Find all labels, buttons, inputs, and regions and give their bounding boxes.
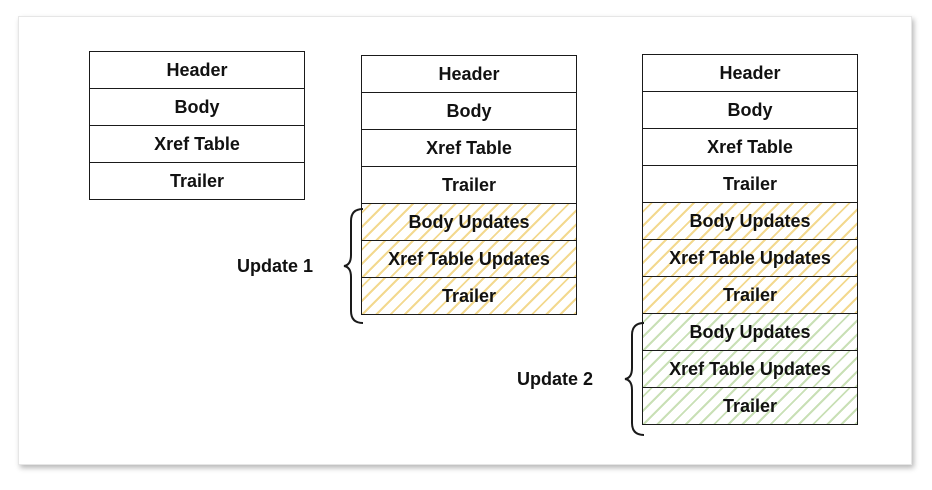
cell-trailer: Trailer (89, 162, 305, 200)
cell-xref-table: Xref Table (642, 128, 858, 166)
stack-after-update-1: Header Body Xref Table Trailer Body Upda… (361, 55, 577, 315)
diagram-panel: Header Body Xref Table Trailer Header Bo… (18, 16, 912, 465)
cell-xref-table: Xref Table (89, 125, 305, 163)
cell-body: Body (89, 88, 305, 126)
cell-xref-table-updates-1: Xref Table Updates (361, 240, 577, 278)
cell-body: Body (642, 91, 858, 129)
cell-header: Header (642, 54, 858, 92)
cell-body-updates-2: Body Updates (642, 313, 858, 351)
update-1-brace-icon (343, 208, 364, 324)
cell-trailer-update-2: Trailer (642, 387, 858, 425)
cell-trailer: Trailer (361, 166, 577, 204)
cell-body-updates-1: Body Updates (642, 202, 858, 240)
cell-trailer-update-1: Trailer (361, 277, 577, 315)
update-2-label: Update 2 (517, 369, 594, 389)
cell-xref-table-updates-2: Xref Table Updates (642, 350, 858, 388)
update-2-brace-icon (624, 322, 645, 436)
stack-original: Header Body Xref Table Trailer (89, 51, 305, 200)
cell-xref-table: Xref Table (361, 129, 577, 167)
cell-header: Header (361, 55, 577, 93)
cell-trailer: Trailer (642, 165, 858, 203)
cell-xref-table-updates-1: Xref Table Updates (642, 239, 858, 277)
cell-trailer-update-1: Trailer (642, 276, 858, 314)
cell-body-updates-1: Body Updates (361, 203, 577, 241)
update-1-label: Update 1 (237, 256, 314, 276)
cell-body: Body (361, 92, 577, 130)
stack-after-update-2: Header Body Xref Table Trailer Body Upda… (642, 54, 858, 425)
cell-header: Header (89, 51, 305, 89)
